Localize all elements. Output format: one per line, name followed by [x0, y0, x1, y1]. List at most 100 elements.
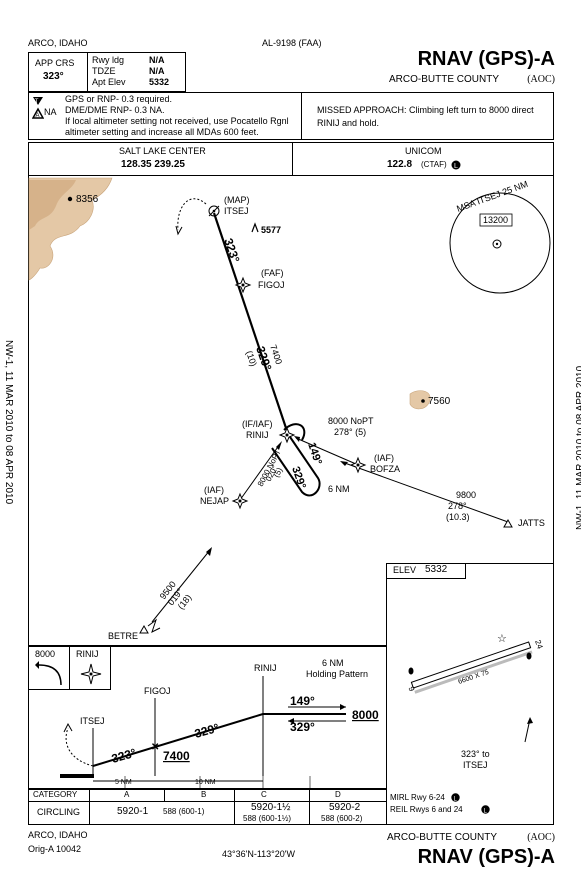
figoj-waypoint-icon: [234, 276, 252, 294]
msa-altitude: 13200: [483, 215, 508, 225]
obstacle-5577-label: 5577: [261, 225, 281, 235]
jatts-waypoint-icon: [503, 518, 513, 528]
nejap-feeder: [239, 443, 281, 501]
chart-id: AL-9198 (FAA): [262, 38, 322, 48]
terrain-shading-east: [409, 390, 431, 410]
footer-coordinates: 43°36'N-113°20'W: [222, 849, 296, 859]
bofza-waypoint-icon: [349, 456, 367, 474]
header-location: ARCO, IDAHO: [28, 38, 88, 48]
lighting-line-1: MIRL Rwy 6-24: [390, 793, 445, 802]
missed-approach-arc: [177, 198, 207, 231]
bofza-nopt-label: 8000 NoPT: [328, 416, 374, 426]
segment-dist-10: (10): [244, 349, 259, 367]
pcl-icon: L: [481, 805, 490, 814]
msa-center-waypoint-icon: [492, 239, 502, 249]
app-crs-value: 323°: [43, 71, 64, 82]
footer-amendment: Orig-A 10042: [28, 844, 82, 854]
terrain-shading-nw-2: [29, 180, 76, 230]
approach-control-name: SALT LAKE CENTER: [119, 146, 206, 156]
nejap-nopt-dist: (5): [272, 466, 285, 479]
category-label: CATEGORY: [33, 790, 78, 799]
elev-cell: ELEV 5332: [387, 564, 466, 579]
rinij-waypoint-icon: [278, 426, 296, 444]
bofza-label: BOFZA: [370, 464, 400, 474]
obstacle-icon: [251, 222, 259, 233]
missed-climb-alt: 8000: [35, 649, 56, 659]
figoj-label: FIGOJ: [258, 280, 285, 290]
notes-left: T A NA GPS or RNP- 0.3 required. DME/DME…: [29, 93, 302, 139]
elev-label: ELEV: [393, 565, 417, 575]
airport-sketch: ELEV 5332 ☆ 6600 X 75 6 24 323° to ITSEJ…: [386, 563, 554, 825]
lighting-marker-ne-icon: [526, 652, 532, 660]
footer-ident: (AOC): [527, 832, 555, 843]
missed-approach-line-1: MISSED APPROACH: Climbing left turn to 8…: [317, 105, 534, 115]
app-crs-label: APP CRS: [35, 58, 75, 68]
svg-text:A: A: [36, 113, 40, 119]
note-line-3: If local altimeter setting not received,…: [65, 116, 289, 126]
missed-course-text: 323° to: [461, 749, 490, 759]
svg-text:L: L: [454, 163, 458, 170]
msa-altitude-box: [479, 213, 513, 227]
rinij-label: RINIJ: [246, 430, 269, 440]
betre-feeder: [151, 549, 211, 623]
note-line-2: DME/DME RNP- 0.3 NA.: [65, 105, 165, 115]
itsej-waypoint-icon: [208, 205, 220, 217]
minimums-table: CATEGORY A B C D CIRCLING 5920-1 588 (60…: [28, 789, 387, 825]
tdze-value: N/A: [149, 66, 165, 76]
nejap-waypoint-icon: [231, 492, 249, 510]
plan-view: [28, 176, 554, 646]
airport-name: ARCO-BUTTE COUNTY: [389, 74, 499, 85]
lighting-marker-sw-icon: [408, 667, 414, 675]
circling-label: CIRCLING: [37, 807, 81, 817]
jatts-feeder: [341, 461, 509, 523]
footer-airport: ARCO-BUTTE COUNTY: [387, 832, 497, 843]
notes-box: T A NA GPS or RNP- 0.3 required. DME/DME…: [28, 92, 554, 140]
spot-elev-7560-icon: [421, 399, 425, 403]
betre-waypoint-icon: [139, 624, 149, 634]
missed-icon-direct: RINIJ: [69, 646, 111, 690]
missed-icon-climb: 8000: [28, 646, 70, 690]
bofza-nopt-course: 278° (5): [334, 427, 366, 437]
betre-break: [147, 618, 161, 633]
tdze-label: TDZE: [92, 66, 116, 76]
unicom-ctaf: (CTAF): [421, 160, 447, 169]
alternate-symbols-icon: T A: [32, 97, 44, 119]
beacon-icon: ☆: [497, 633, 507, 645]
footer-location: ARCO, IDAHO: [28, 830, 88, 840]
runway-diagram: ☆ 6600 X 75 6 24: [407, 633, 545, 743]
svg-text:L: L: [454, 797, 458, 803]
map-label: (MAP): [224, 195, 250, 205]
terrain-7560-label: 7560: [428, 396, 451, 407]
final-course-line: [212, 212, 290, 435]
spot-elev-8356-icon: [67, 196, 73, 202]
msa-circle: [449, 192, 551, 294]
bofza-iaf-label: (IAF): [374, 453, 394, 463]
svg-text:L: L: [484, 809, 488, 815]
circling-ab-mda: 5920-1: [117, 806, 149, 817]
category-d: D: [335, 790, 341, 799]
itsej-label: ITSEJ: [224, 206, 249, 216]
approach-control-cell: SALT LAKE CENTER 128.35 239.25: [29, 143, 293, 175]
unicom-freq: 122.8: [387, 159, 413, 170]
lighting-line-2: REIL Rwys 6 and 24: [390, 805, 463, 814]
elev-value: 5332: [425, 564, 448, 575]
footer-title: RNAV (GPS)-A: [417, 846, 555, 868]
pcl-icon: L: [451, 160, 461, 170]
profile-view: [28, 646, 387, 789]
briefing-strip: APP CRS 323° Rwy ldg N/A TDZE N/A Apt El…: [28, 52, 186, 92]
jatts-course: 278°: [448, 501, 467, 511]
jatts-alt: 9800: [456, 490, 476, 500]
app-crs-cell: APP CRS 323°: [29, 53, 88, 91]
category-b: B: [201, 790, 207, 799]
bofza-feeder: [295, 437, 357, 465]
jatts-label: JATTS: [518, 518, 545, 528]
apt-elev-label: Apt Elev: [92, 77, 126, 87]
hold-dist-6nm: 6 NM: [328, 484, 350, 494]
runway-end-6: 6: [407, 685, 417, 693]
circling-d-mda: 5920-2: [329, 802, 361, 813]
apt-elev-value: 5332: [149, 77, 170, 87]
na-label: NA: [44, 107, 57, 117]
pcl-icon: L: [451, 793, 460, 802]
jatts-dist: (10.3): [446, 512, 470, 522]
